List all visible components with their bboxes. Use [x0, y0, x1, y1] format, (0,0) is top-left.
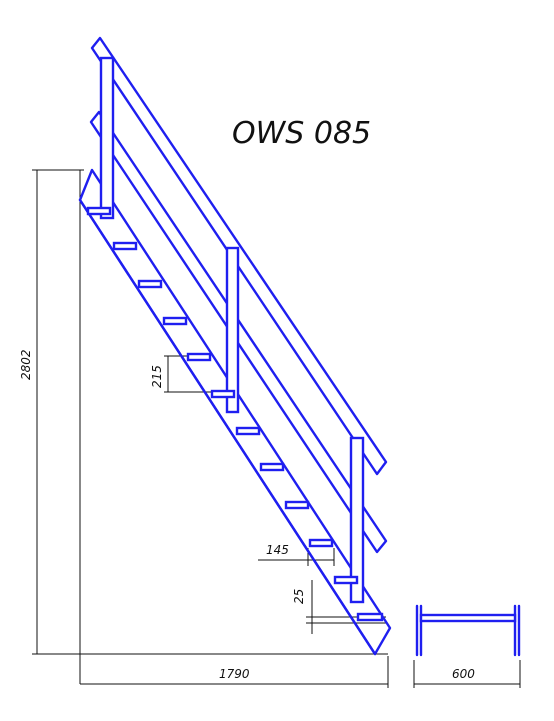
section-web	[419, 613, 517, 623]
tread	[162, 316, 188, 326]
handrail-lower	[89, 110, 388, 554]
height-dimension-label: 2802	[19, 349, 33, 380]
cross-section	[415, 604, 521, 657]
tread	[333, 575, 359, 585]
tread-dimension-label: 145	[266, 543, 289, 557]
width-dimension-label: 1790	[219, 667, 250, 681]
outline-and-dimension-lines	[32, 169, 521, 688]
tread	[235, 426, 261, 436]
post-1	[99, 56, 115, 220]
tread	[356, 612, 384, 622]
depth-dimension-label: 600	[452, 667, 475, 681]
tread	[308, 538, 334, 548]
tread	[86, 206, 112, 216]
tread	[112, 241, 138, 251]
tread	[284, 500, 310, 510]
drawing-title: OWS 085	[232, 116, 371, 151]
staircase	[78, 36, 521, 657]
handrail-upper	[90, 36, 388, 476]
tread	[186, 352, 212, 362]
tread	[137, 279, 163, 289]
stringer-bottom-edge	[78, 198, 377, 656]
riser-dimension-label: 215	[150, 365, 164, 388]
treads	[86, 206, 384, 622]
post-2	[225, 246, 240, 414]
tread	[210, 389, 236, 399]
post-3	[349, 436, 365, 604]
tread	[259, 462, 285, 472]
thickness-dimension-label: 25	[292, 589, 306, 604]
